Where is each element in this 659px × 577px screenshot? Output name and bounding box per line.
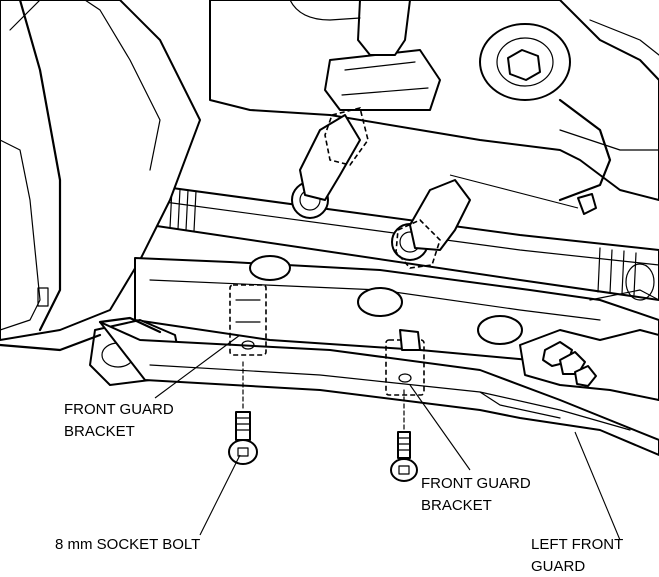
front-guard-bracket-right-shape <box>385 329 425 396</box>
right-bracket-assembly <box>519 289 659 401</box>
left-front-guard-plate <box>99 321 659 456</box>
label-front-guard-bracket-left: FRONT GUARD BRACKET <box>64 401 178 440</box>
label-socket-bolt: 8 mm SOCKET BOLT <box>55 536 200 553</box>
leader-lines <box>154 334 621 541</box>
socket-bolt-left <box>228 361 258 465</box>
label-front-guard-bracket-right: FRONT GUARD BRACKET <box>421 475 535 514</box>
support-brackets <box>299 107 471 269</box>
front-guard-bracket-left-shape <box>229 284 267 356</box>
label-left-front-guard: LEFT FRONT GUARD <box>531 536 627 575</box>
socket-bolt-right <box>390 389 418 482</box>
upper-frame <box>209 0 659 202</box>
left-body-panel <box>0 0 201 341</box>
upper-right-bolt <box>449 174 597 215</box>
